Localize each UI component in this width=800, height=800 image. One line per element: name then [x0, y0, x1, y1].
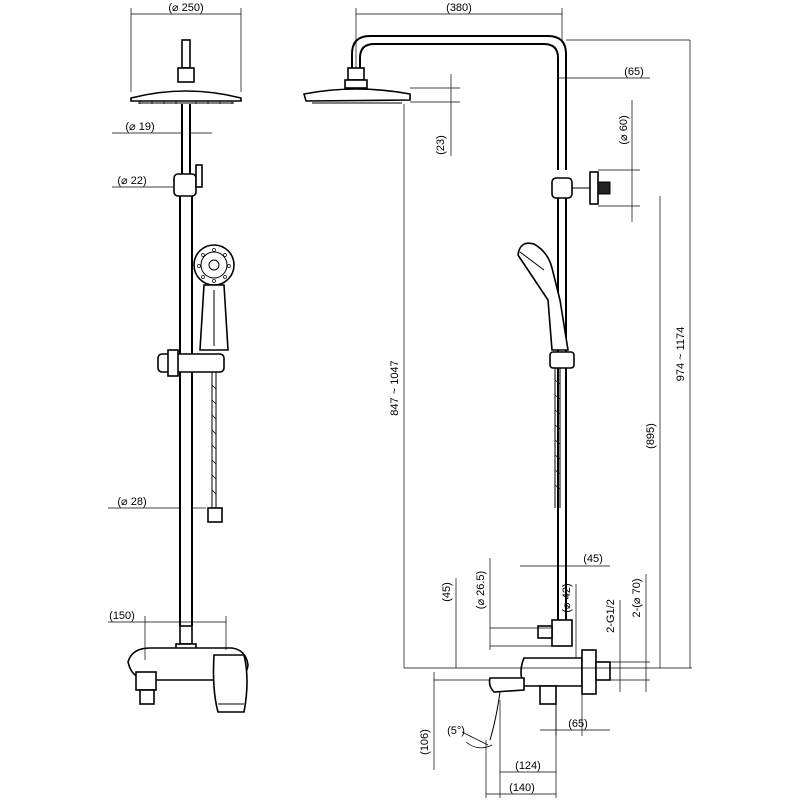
- dim-body-dia: (⌀ 42): [561, 583, 573, 612]
- hand-shower-ring: [200, 251, 228, 279]
- handle-hub: [539, 685, 557, 705]
- hose-hatching-side: [554, 379, 561, 490]
- diverter-knob-side: [537, 625, 553, 639]
- overhead-shower-side: [302, 88, 411, 102]
- hand-shower-side: [517, 242, 569, 351]
- dim-bracket-dia: (⌀ 60): [618, 115, 630, 144]
- slide-lock: [167, 349, 179, 377]
- dim-flange: 2-(⌀ 70): [631, 578, 643, 617]
- bracket-plug: [597, 181, 611, 195]
- dim-height-range-a: 847 ~ 1047: [389, 360, 401, 415]
- shower-arm-inner: [359, 43, 559, 170]
- dim-lower-pipe: (⌀ 28): [117, 496, 146, 508]
- dim-sleeve-offset: (45): [583, 553, 603, 565]
- shower-hose: [211, 372, 223, 521]
- dim-angle: (5°): [447, 725, 465, 737]
- mixer-handle: [212, 654, 248, 713]
- dim-height-range-b: 974 ~ 1174: [675, 327, 687, 382]
- angle-leader: [461, 731, 489, 746]
- wall-eccentric-left: [135, 671, 157, 691]
- mixer-body-side: [520, 657, 583, 687]
- wall-thread: [595, 661, 611, 681]
- lower-fitting: [551, 619, 573, 647]
- pipe-holder: [173, 173, 197, 197]
- slide-holder-side: [549, 351, 575, 369]
- dim-mixer-width: (150): [109, 610, 135, 622]
- dim-wall-offset: (65): [568, 718, 588, 730]
- dim-thread: 2-G1/2: [605, 599, 617, 633]
- dim-spout-reach: (124): [515, 760, 541, 772]
- swivel-nut: [177, 67, 195, 83]
- ball-joint: [344, 79, 368, 89]
- diverter-knob: [179, 625, 193, 645]
- dim-head-diameter: (⌀ 250): [168, 2, 203, 14]
- overhead-shower-head: [130, 90, 242, 102]
- dim-pipe-h: (45): [441, 582, 453, 602]
- side-view: (380) (65) (23) (⌀ 60): [302, 2, 692, 798]
- hose-connector: [207, 507, 223, 523]
- wall-connector-left: [139, 689, 155, 705]
- hose-hatching: [211, 384, 217, 495]
- angle-arc: [465, 741, 493, 749]
- nozzle-row: [139, 101, 233, 104]
- front-view: (⌀ 250) (⌀ 19) (⌀ 22): [108, 2, 249, 713]
- shower-arm-outer: [351, 35, 567, 170]
- spout: [488, 677, 525, 693]
- hand-shower-face: [519, 251, 545, 271]
- dim-head-thickness: (23): [435, 135, 447, 155]
- dim-height-mid: (895): [645, 423, 657, 449]
- dim-arm-reach: (380): [446, 2, 472, 14]
- bracket-flange: [589, 171, 599, 205]
- dim-arm-offset: (65): [624, 66, 644, 78]
- swivel-nut: [347, 67, 365, 81]
- dim-total-depth: (140): [509, 782, 535, 794]
- dim-top-pipe: (⌀ 19): [125, 121, 154, 133]
- dim-pipe-dia: (⌀ 26.5): [475, 571, 487, 609]
- wall-bracket-clamp: [551, 177, 573, 199]
- handle-lever: [489, 691, 501, 741]
- top-connector: [181, 39, 191, 69]
- hand-shower-nozzles: [197, 248, 231, 283]
- holder-lever: [195, 164, 203, 188]
- dim-spout-h: (106): [419, 729, 431, 755]
- hand-shower-center: [208, 259, 220, 271]
- wall-flange: [581, 649, 597, 695]
- dim-holder: (⌀ 22): [117, 175, 146, 187]
